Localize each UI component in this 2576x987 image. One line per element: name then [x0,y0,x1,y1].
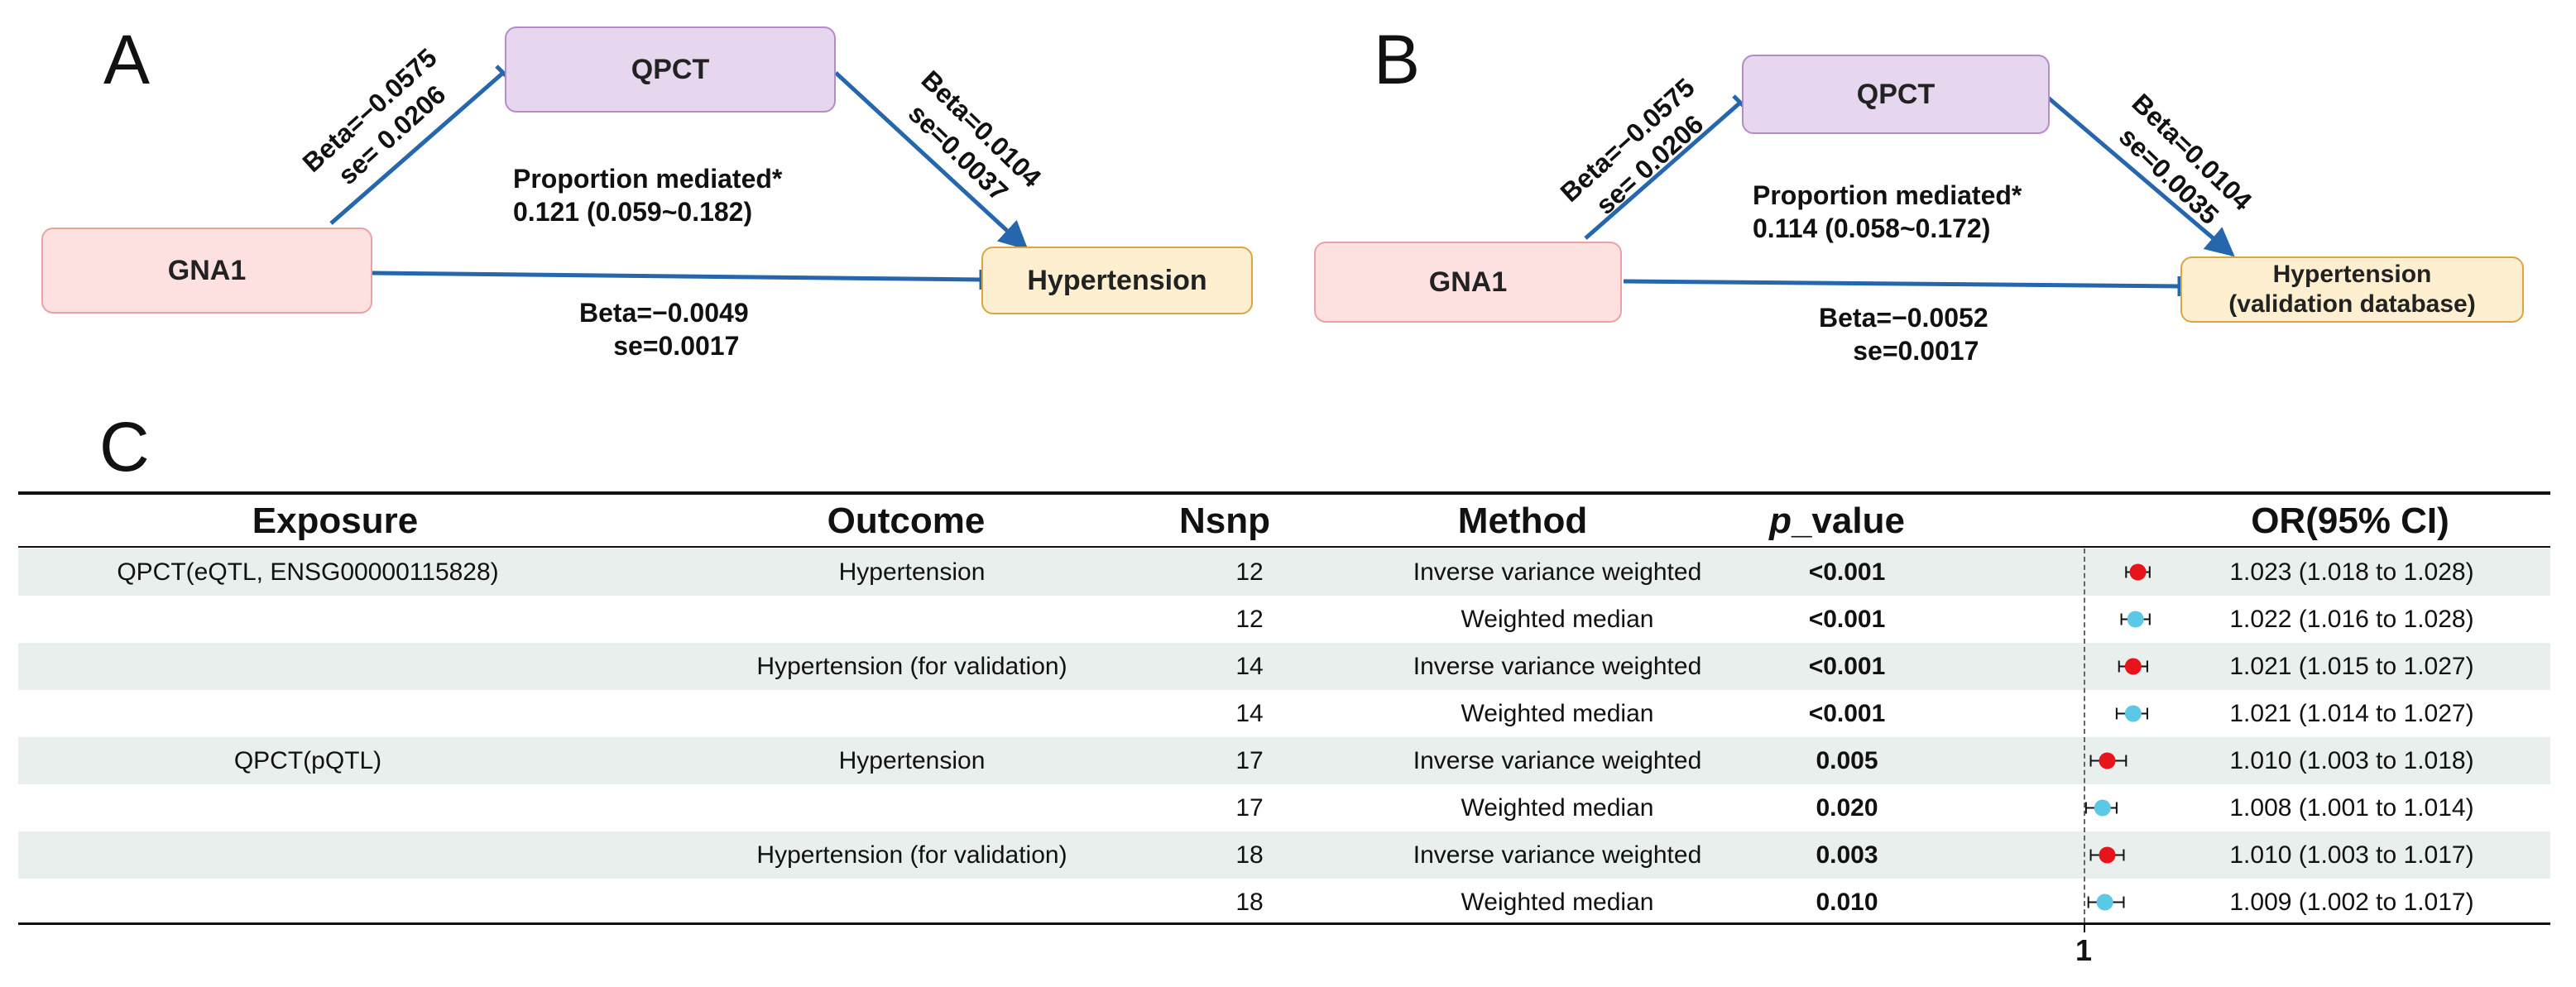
cell-nsnp: 17 [1235,793,1264,822]
cell-exposure [18,784,597,831]
cell-exposure [18,879,597,926]
cell-p-value: 0.010 [1816,888,1878,916]
cell-method: Weighted median [1461,793,1654,822]
cell-method: Weighted median [1461,699,1654,727]
cell-nsnp: 12 [1235,605,1264,633]
panel-a-outcome-box: Hypertension [981,247,1253,314]
panel-a-proportion: Proportion mediated* 0.121 (0.059~0.182) [513,164,783,227]
cell-outcome: Hypertension (for validation) [756,652,1067,680]
panel-b-exposure-box: GNA1 [1314,242,1622,323]
cell-method: Weighted median [1461,605,1654,633]
panel-a-exposure-box: GNA1 [41,228,372,314]
header-nsnp: Nsnp [1179,501,1270,541]
cell-exposure [18,690,597,737]
header-method: Method [1457,501,1588,541]
cell-nsnp: 18 [1235,888,1264,916]
cell-nsnp: 14 [1235,699,1264,727]
panel-a-letter: A [103,21,151,98]
cell-or: 1.021 (1.014 to 1.027) [2229,699,2474,727]
table-header-rule [18,546,2550,548]
panel-b-outcome-box: Hypertension (validation database) [2180,256,2524,323]
cell-nsnp: 12 [1235,558,1264,586]
cell-outcome [655,879,1168,926]
null-reference-line [2084,549,2085,922]
cell-p-value: <0.001 [1808,699,1886,727]
mediation-arrows [329,65,2235,296]
cell-or: 1.022 (1.016 to 1.028) [2229,605,2474,633]
table-row: QPCT(eQTL, ENSG00000115828) Hypertension 1… [18,549,2550,596]
cell-method: Inverse variance weighted [1413,746,1702,774]
panel-a-path-b-arrow [834,71,1029,251]
cell-p-value: <0.001 [1808,605,1886,633]
header-outcome: Outcome [827,501,986,541]
cell-outcome: Hypertension (for validation) [756,841,1067,869]
cell-outcome: Hypertension [838,746,986,774]
panel-a-direct-arrow [372,271,982,282]
cell-method: Inverse variance weighted [1413,841,1702,869]
cell-outcome: Hypertension [838,558,986,586]
axis-label-one: 1 [2075,933,2093,967]
cell-exposure [18,831,597,879]
panel-b-path-a-arrow [1584,101,1742,240]
table-row: 14 Weighted median <0.001 1.021 (1.014 to 1… [18,690,2550,737]
panel-b-direct-arrow [1623,279,2180,289]
cell-method: Inverse variance weighted [1413,558,1702,586]
cell-or: 1.009 (1.002 to 1.017) [2229,888,2474,916]
cell-method: Inverse variance weighted [1413,652,1702,680]
cell-or: 1.010 (1.003 to 1.017) [2229,841,2474,869]
panel-b-letter: B [1374,21,1421,98]
panel-c-letter: C [99,408,150,486]
table-row: Hypertension (for validation) 14 Inverse v… [18,643,2550,690]
table-row: 17 Weighted median 0.020 1.008 (1.001 to 1.… [18,784,2550,831]
cell-exposure: QPCT(eQTL, ENSG00000115828) [117,558,499,586]
cell-or: 1.008 (1.001 to 1.014) [2229,793,2474,822]
cell-p-value: <0.001 [1808,652,1886,680]
axis-tick-one [2084,922,2085,932]
cell-or: 1.021 (1.015 to 1.027) [2229,652,2474,680]
cell-outcome [655,596,1168,643]
cell-p-value: 0.020 [1816,793,1878,822]
cell-method: Weighted median [1461,888,1654,916]
table-row: Hypertension (for validation) 18 Inverse v… [18,831,2550,879]
cell-nsnp: 18 [1235,841,1264,869]
table-row: QPCT(pQTL) Hypertension 17 Inverse variance… [18,737,2550,784]
cell-nsnp: 17 [1235,746,1264,774]
panel-a-mediator-box: QPCT [505,26,836,113]
cell-or: 1.010 (1.003 to 1.018) [2229,746,2474,774]
cell-p-value: <0.001 [1808,558,1886,586]
cell-nsnp: 14 [1235,652,1264,680]
table-row: 18 Weighted median 0.010 1.009 (1.002 to 1.… [18,879,2550,926]
cell-or: 1.023 (1.018 to 1.028) [2229,558,2474,586]
header-or: OR(95% CI) [2251,501,2449,541]
cell-exposure [18,596,597,643]
panel-b-proportion: Proportion mediated* 0.114 (0.058~0.172) [1753,180,2022,243]
panel-b-path-b-arrow [2046,96,2235,257]
cell-p-value: 0.005 [1816,746,1878,774]
cell-outcome [655,690,1168,737]
cell-p-value: 0.003 [1816,841,1878,869]
cell-outcome [655,784,1168,831]
table-bottom-rule [18,922,2550,925]
panel-b-mediator-box: QPCT [1742,55,2050,134]
panel-a-path-a-arrow [329,71,505,225]
table-top-rule [18,491,2550,495]
header-p-value: p_value [1769,501,1905,541]
table-row: 12 Weighted median <0.001 1.022 (1.016 to 1… [18,596,2550,643]
header-exposure: Exposure [252,501,419,541]
cell-exposure: QPCT(pQTL) [233,746,382,774]
cell-exposure [18,643,597,690]
